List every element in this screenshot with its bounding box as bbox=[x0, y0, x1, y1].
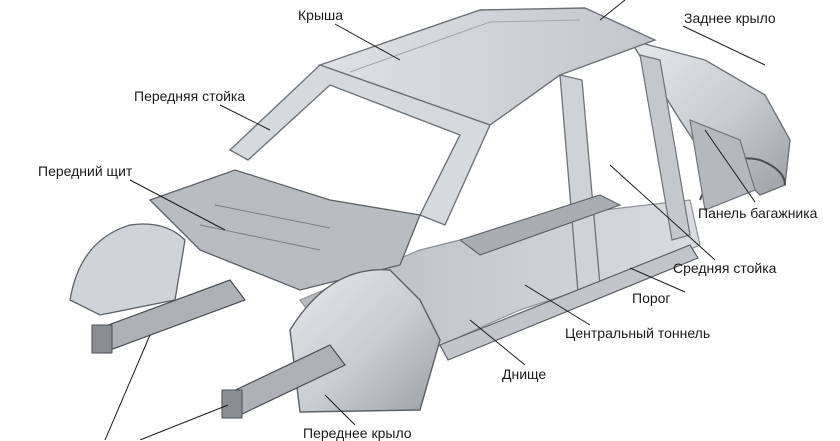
leader-floor bbox=[469, 319, 526, 366]
roof-panel bbox=[317, 7, 657, 126]
leader-rear-top bbox=[599, 0, 626, 21]
leader-firewall bbox=[129, 179, 226, 231]
label-firewall: Передний щит bbox=[38, 163, 133, 179]
leader-rail-left bbox=[104, 334, 151, 440]
label-a-pillar: Передняя стойка bbox=[134, 88, 246, 104]
rail-end-plate-left bbox=[91, 324, 113, 354]
rear-fender-shape bbox=[628, 38, 791, 196]
label-sill: Порог bbox=[632, 290, 671, 306]
label-b-pillar: Средняя стойка bbox=[673, 260, 777, 276]
front-fender-shape bbox=[289, 268, 441, 413]
leader-tunnel bbox=[524, 284, 591, 326]
leader-rail-right bbox=[139, 404, 229, 440]
sill-shape bbox=[439, 244, 699, 361]
leader-a-pillar bbox=[219, 104, 271, 131]
leader-trunk-panel bbox=[704, 129, 756, 203]
label-front-fender: Переднее крыло bbox=[303, 425, 412, 441]
firewall-shape bbox=[148, 169, 421, 291]
leader-b-pillar bbox=[609, 164, 716, 261]
c-pillar bbox=[639, 54, 691, 241]
tunnel-shape bbox=[458, 194, 622, 256]
trunk-panel-shape bbox=[689, 119, 756, 211]
leader-front-fender bbox=[324, 394, 356, 426]
label-roof: Крыша bbox=[298, 7, 344, 23]
label-trunk-panel: Панель багажника bbox=[698, 205, 818, 221]
leader-rear-fender bbox=[682, 25, 766, 66]
rail-end-plate-right bbox=[221, 389, 243, 419]
leader-lines bbox=[104, 0, 766, 440]
leader-sill bbox=[629, 267, 686, 293]
front-wheel-arch bbox=[69, 223, 186, 316]
label-rear-fender: Заднее крыло bbox=[684, 10, 776, 26]
label-tunnel: Центральный тоннель bbox=[565, 325, 711, 341]
label-floor: Днище bbox=[502, 366, 547, 382]
leader-roof bbox=[334, 23, 401, 61]
